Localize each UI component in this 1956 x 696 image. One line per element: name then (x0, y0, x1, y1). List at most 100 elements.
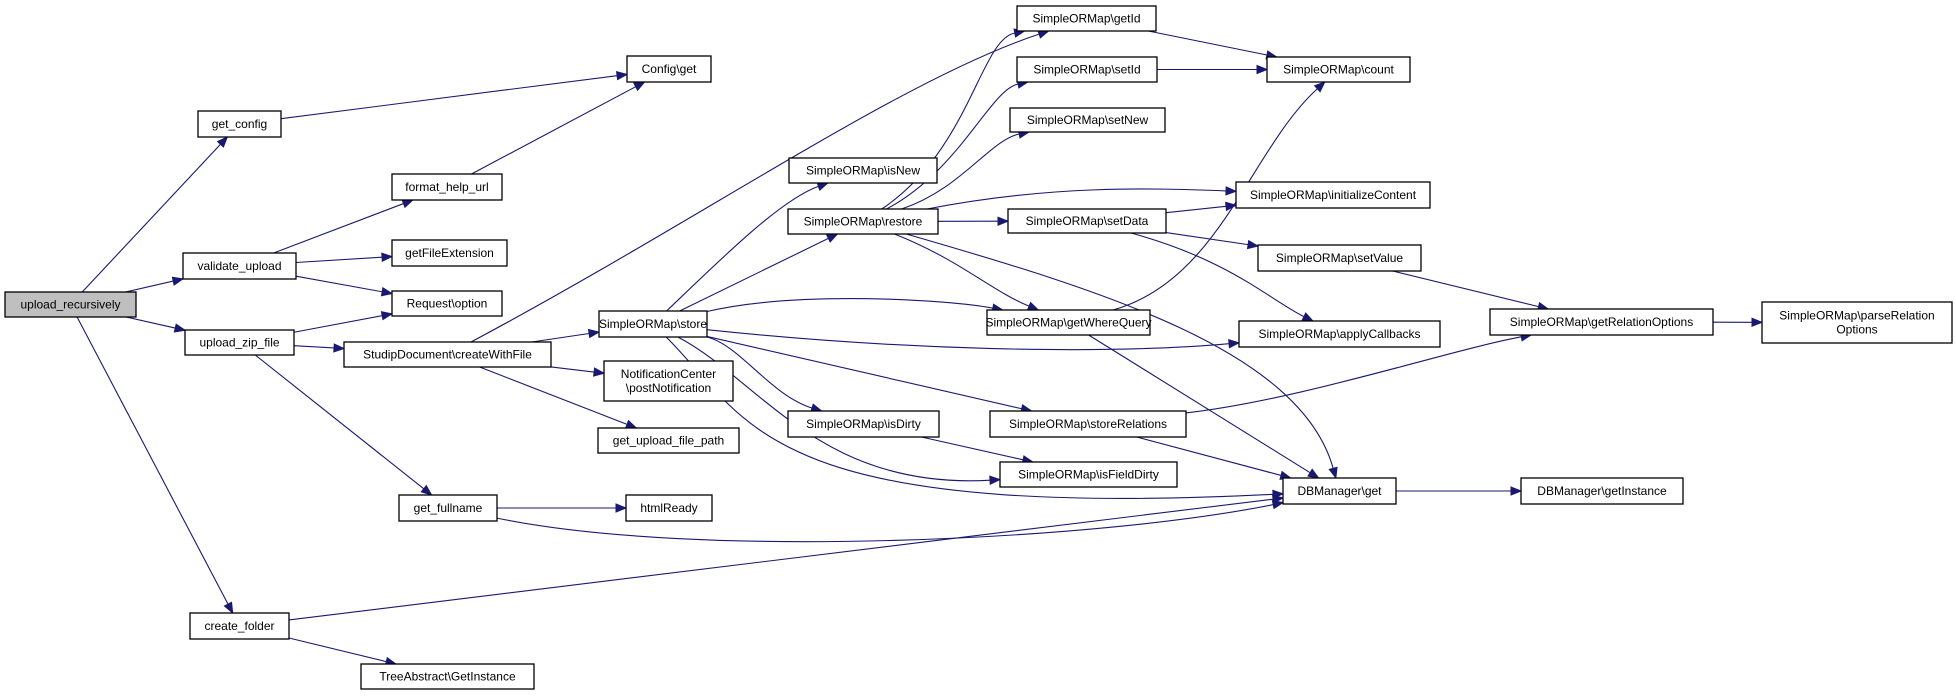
node-sorm_isNew[interactable]: SimpleORMap\isNew (788, 157, 938, 184)
edge-line (1165, 232, 1249, 246)
edge-sorm_restore-to-sorm_getWhereQuery (894, 233, 1040, 311)
node-upload_zip_file[interactable]: upload_zip_file (184, 329, 295, 356)
node-box[interactable] (4, 291, 137, 318)
edge-sorm_getWhereQuery-to-sorm_count (1112, 81, 1326, 311)
node-dbm_getInstance[interactable]: DBManager\getInstance (1520, 477, 1684, 505)
edge-sorm_restore-to-sorm_initializeContent (926, 186, 1238, 210)
node-box[interactable] (787, 208, 939, 235)
node-sorm_count[interactable]: SimpleORMap\count (1266, 56, 1411, 83)
node-box[interactable] (1282, 477, 1397, 505)
edge-line (1392, 270, 1539, 308)
node-sorm_getId[interactable]: SimpleORMap\getId (1016, 5, 1157, 32)
node-box[interactable] (391, 173, 503, 201)
node-box[interactable] (398, 494, 498, 522)
node-box[interactable] (625, 494, 713, 522)
node-label: create_folder (204, 619, 274, 633)
edge-sorm_store-to-dbm_get (665, 336, 1285, 500)
node-sorm_initializeContent[interactable]: SimpleORMap\initializeContent (1235, 181, 1431, 209)
node-create_folder[interactable]: create_folder (189, 612, 290, 640)
edge-upload_recursively-to-get_config (81, 136, 229, 293)
edge-upload_recursively-to-upload_zip_file (125, 316, 187, 333)
node-htmlReady[interactable]: htmlReady (625, 494, 713, 522)
node-box[interactable] (1016, 56, 1158, 83)
node-box[interactable] (343, 341, 552, 368)
node-request_option[interactable]: Request\option (391, 290, 503, 317)
node-box[interactable] (1520, 477, 1684, 505)
node-get_config[interactable]: get_config (197, 110, 282, 138)
node-box[interactable] (1489, 308, 1714, 336)
node-postNotification[interactable]: NotificationCenter\postNotification (603, 360, 734, 402)
node-label: upload_zip_file (199, 336, 279, 350)
node-sorm_isFieldDirty[interactable]: SimpleORMap\isFieldDirty (999, 461, 1178, 488)
node-box[interactable] (391, 239, 508, 267)
node-box[interactable] (182, 252, 297, 280)
node-get_upload_file_path[interactable]: get_upload_file_path (597, 427, 740, 454)
node-sorm_setNew[interactable]: SimpleORMap\setNew (1009, 107, 1166, 133)
node-config_get[interactable]: Config\get (626, 55, 712, 83)
arrowhead-icon (1256, 64, 1269, 75)
node-sorm_getWhereQuery[interactable]: SimpleORMap\getWhereQuery (985, 309, 1152, 336)
node-sorm_isDirty[interactable]: SimpleORMap\isDirty (787, 410, 940, 438)
node-box[interactable] (1235, 181, 1431, 209)
node-box[interactable] (597, 427, 740, 454)
node-getFileExtension[interactable]: getFileExtension (391, 239, 508, 267)
node-box[interactable] (603, 360, 734, 402)
node-box[interactable] (184, 329, 295, 356)
node-box[interactable] (1266, 56, 1411, 83)
arrowhead-icon (1272, 489, 1285, 500)
node-sorm_store[interactable]: SimpleORMap\store (598, 310, 708, 338)
node-box[interactable] (788, 157, 938, 184)
edge-line (677, 336, 991, 482)
node-box[interactable] (999, 461, 1178, 488)
node-sorm_getRelationOptions[interactable]: SimpleORMap\getRelationOptions (1489, 308, 1714, 336)
node-label: SimpleORMap\restore (804, 215, 923, 229)
node-sorm_applyCallbacks[interactable]: SimpleORMap\applyCallbacks (1238, 320, 1441, 348)
node-box[interactable] (360, 663, 535, 690)
node-label: SimpleORMap\setNew (1027, 113, 1149, 127)
edge-validate_upload-to-format_help_url (273, 199, 415, 254)
node-label: format_help_url (405, 180, 488, 194)
edge-line (1112, 88, 1318, 311)
node-validate_upload[interactable]: validate_upload (182, 252, 297, 280)
edge-line (254, 354, 425, 490)
node-sorm_setId[interactable]: SimpleORMap\setId (1016, 56, 1158, 83)
edge-validate_upload-to-getFileExtension (295, 252, 394, 264)
node-label: SimpleORMap\setValue (1276, 251, 1403, 265)
node-sorm_setValue[interactable]: SimpleORMap\setValue (1257, 244, 1422, 272)
node-box[interactable] (391, 290, 503, 317)
node-box[interactable] (1007, 208, 1167, 234)
arrowhead-icon (587, 328, 601, 339)
node-box[interactable] (189, 612, 290, 640)
node-box[interactable] (989, 410, 1187, 438)
arrowhead-icon (615, 503, 628, 513)
edge-line (293, 315, 383, 333)
node-sorm_storeRelations[interactable]: SimpleORMap\storeRelations (989, 410, 1187, 438)
node-box[interactable] (598, 310, 708, 338)
node-createWithFile[interactable]: StudipDocument\createWithFile (343, 341, 552, 368)
node-label: DBManager\getInstance (1537, 484, 1667, 498)
node-box[interactable] (1257, 244, 1422, 272)
node-get_fullname[interactable]: get_fullname (398, 494, 498, 522)
node-box[interactable] (787, 410, 940, 438)
node-format_help_url[interactable]: format_help_url (391, 173, 503, 201)
node-box[interactable] (1016, 5, 1157, 32)
node-box[interactable] (1009, 107, 1166, 133)
node-box[interactable] (197, 110, 282, 138)
edge-line (894, 233, 1030, 307)
node-box[interactable] (1761, 301, 1953, 344)
node-box[interactable] (986, 309, 1151, 336)
node-label: NotificationCenter (621, 367, 716, 381)
node-upload_recursively[interactable]: upload_recursively (4, 291, 137, 318)
node-box[interactable] (626, 55, 712, 83)
arrowhead-icon (1307, 468, 1320, 479)
node-box[interactable] (1238, 320, 1441, 348)
node-sorm_setData[interactable]: SimpleORMap\setData (1007, 208, 1167, 234)
edge-line (288, 637, 387, 663)
node-sorm_restore[interactable]: SimpleORMap\restore (787, 208, 939, 235)
arrowhead-icon (593, 367, 606, 377)
node-tree_getinstance[interactable]: TreeAbstract\GetInstance (360, 663, 535, 690)
edge-line (295, 275, 383, 293)
node-dbm_get[interactable]: DBManager\get (1282, 477, 1397, 505)
node-label: SimpleORMap\store (599, 317, 707, 331)
